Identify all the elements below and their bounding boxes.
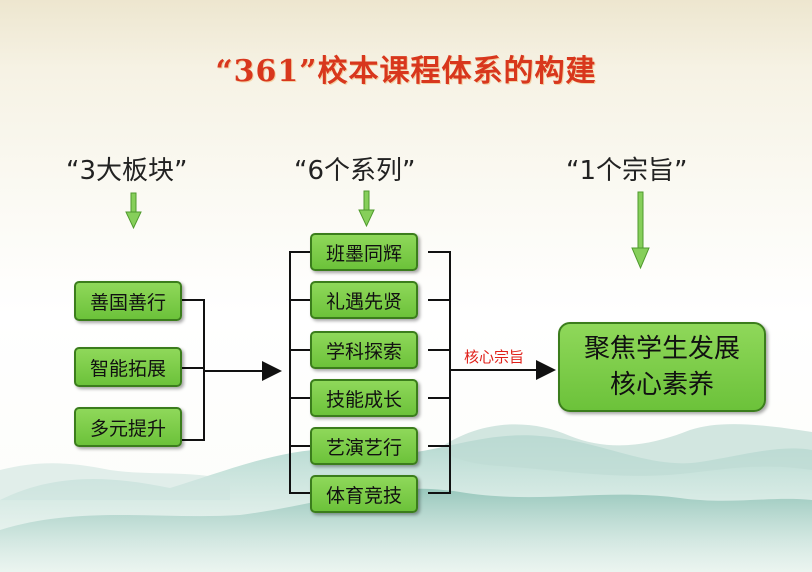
down-arrow-icon <box>631 191 650 270</box>
down-arrow-icon <box>125 192 142 230</box>
series-box: 班墨同辉 <box>310 233 418 271</box>
goal-line-1: 聚焦学生发展 <box>583 334 740 364</box>
block-box: 多元提升 <box>74 407 182 447</box>
series-right-bracket <box>428 251 556 494</box>
series-box: 学科探索 <box>310 331 418 369</box>
block-box: 智能拓展 <box>74 347 182 387</box>
series-box: 体育竞技 <box>310 475 418 513</box>
series-box: 礼遇先贤 <box>310 281 418 319</box>
goal-heading: “1个宗旨” <box>566 156 688 186</box>
series-box: 技能成长 <box>310 379 418 417</box>
down-arrow-icon <box>358 190 375 228</box>
series-box: 艺演艺行 <box>310 427 418 465</box>
goal-box: 聚焦学生发展 核心素养 <box>558 322 766 412</box>
blocks-bracket <box>182 299 282 441</box>
page-title: “361”校本课程体系的构建 <box>215 54 597 89</box>
blocks-heading: “3大板块” <box>66 156 188 186</box>
series-left-bracket <box>289 251 310 494</box>
goal-line-2: 核心素养 <box>609 370 714 400</box>
block-box: 善国善行 <box>74 281 182 321</box>
core-purpose-label: 核心宗旨 <box>464 348 525 366</box>
series-heading: “6个系列” <box>294 156 416 186</box>
